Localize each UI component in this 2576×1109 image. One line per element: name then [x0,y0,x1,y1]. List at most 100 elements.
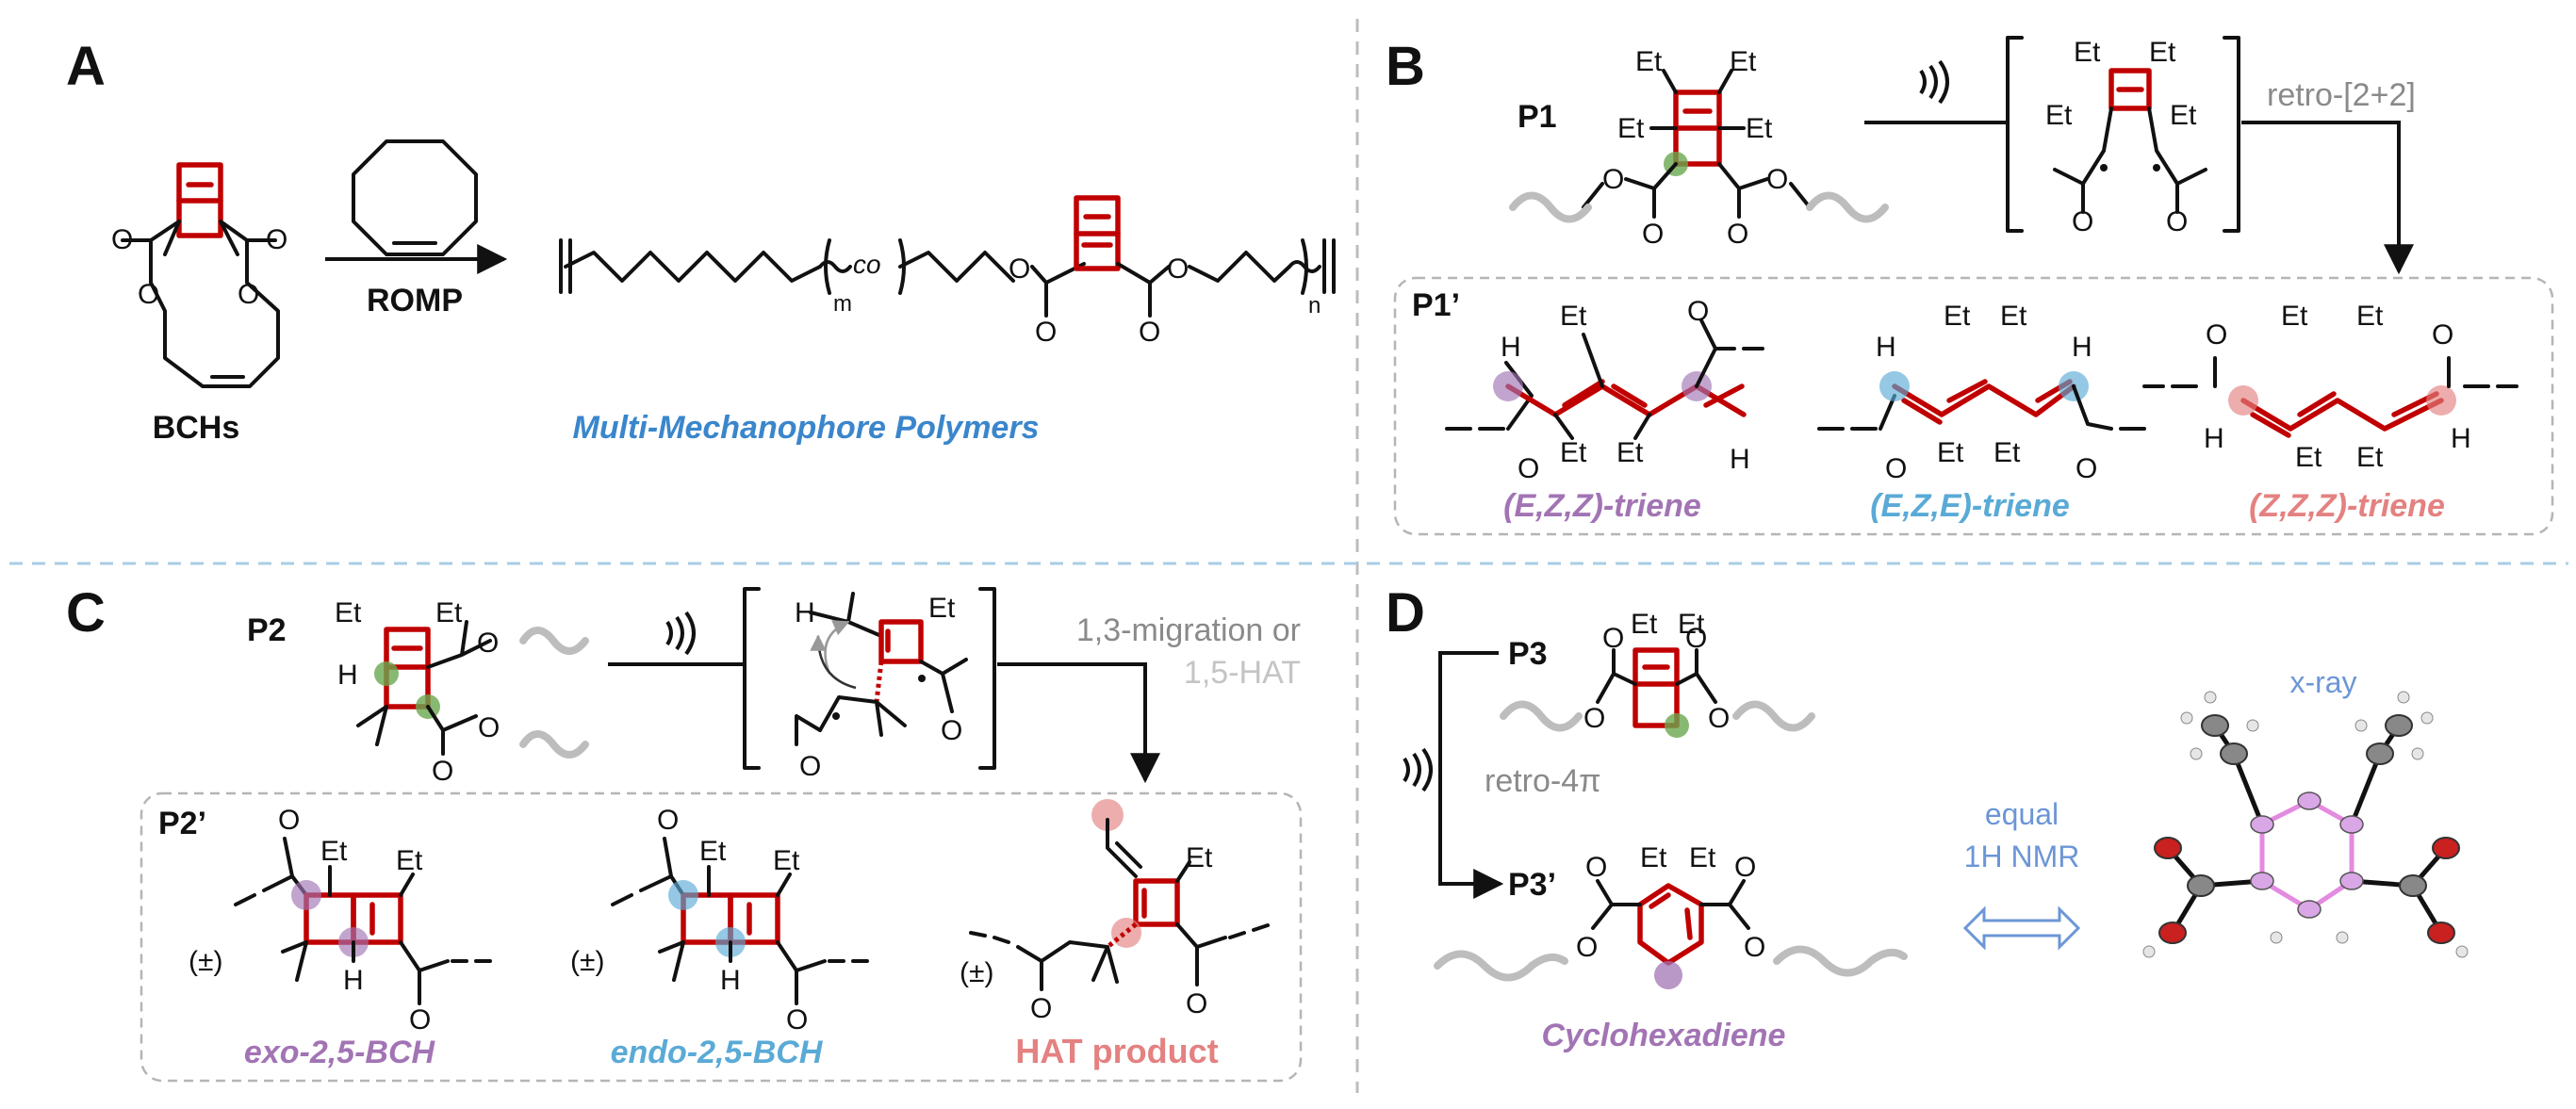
ethyl-group: Et [2295,442,2322,473]
atom-o: O [1685,623,1707,654]
atom-h: H [2204,423,2224,454]
atom-o: O [1035,317,1057,348]
ethyl-group: Et [396,845,423,876]
atom-o: O [409,1004,431,1036]
panel-c-letter: C [66,582,106,644]
atom-o: O [1139,317,1160,348]
ethyl-group: Et [1730,46,1757,77]
atom-h: H [1501,332,1521,363]
atom-o: O [1727,219,1748,250]
retro-4pi-label: retro-4π [1485,763,1601,799]
atom-o: O [786,1004,808,1036]
bch-label: BCHs [153,410,240,446]
ethyl-group: Et [2170,100,2197,131]
cyclohexadiene-structure: Et Et O O O O [1434,842,1908,989]
ethyl-group: Et [1186,842,1213,873]
attachment-marker [1665,713,1689,738]
bch-monomer-structure: O O O O [111,162,287,388]
ethyl-group: Et [2045,100,2073,131]
p2-prime-box [139,791,1303,1083]
atom-h: H [1876,332,1896,363]
highlight-marker [291,880,321,910]
ethyl-group: Et [2356,301,2384,332]
ethyl-group: Et [1631,609,1658,640]
atom-o: O [1186,988,1207,1019]
atom-o: O [1642,219,1664,250]
triene-3-label: (Z,Z,Z)-triene [2249,488,2445,524]
racemic-label: (±) [189,946,222,977]
atom-o: O [1687,296,1709,327]
ethyl-group: Et [1560,301,1587,332]
atom-o: O [2206,319,2227,351]
atom-o: O [799,751,821,782]
ethyl-group: Et [1944,301,1971,332]
ethyl-group: Et [1689,842,1716,873]
atom-o: O [432,756,453,787]
p1-prime-box [1393,276,2554,536]
ethyl-group: Et [2149,37,2176,68]
romp-label: ROMP [367,283,463,318]
atom-o: O [2166,206,2188,237]
atom-o: O [266,224,287,255]
panel-a: A O O O O BCHs ROMP m co [66,36,1336,446]
atom-o: O [138,279,159,310]
highlight-marker [2426,385,2456,416]
p1-structure: Et Et Et Et O O O O [1509,46,1889,250]
diradical-intermediate: Et Et Et Et O O [2006,36,2240,237]
atom-h: H [2072,332,2092,363]
ethyl-group: Et [1994,437,2021,468]
atom-o: O [2432,319,2453,351]
triene-2-structure: O H Et Et Et Et H O [1817,301,2146,484]
ethyl-group: Et [320,836,348,867]
atom-h: H [343,965,364,996]
ethyl-group: Et [1617,113,1645,144]
ethyl-group: Et [1678,609,1705,640]
panel-b-letter: B [1386,36,1425,97]
bracket-arrow-d [1438,651,1504,899]
p2-prime-label: P2’ [158,806,206,841]
ethyl-group: Et [1616,437,1644,468]
atom-o: O [278,805,300,836]
p1-label: P1 [1518,99,1557,135]
atom-o: O [477,628,499,659]
atom-o: O [1583,703,1605,734]
atom-h: H [337,660,358,691]
migration-label: 1,3-migration or [1076,612,1301,648]
triene-1-label: (E,Z,Z)-triene [1503,488,1701,524]
atom-o: O [1030,993,1052,1024]
racemic-label: (±) [960,957,993,988]
p3-structure: Et Et O O O O [1500,609,1815,738]
ultrasound-icon [1403,747,1433,792]
racemic-label: (±) [570,946,604,977]
exo-bch-label: exo-2,5-BCH [244,1035,436,1070]
ethyl-group: Et [1560,437,1587,468]
equal-label: equal [1985,797,2059,831]
subscript-n: n [1308,293,1321,318]
cyclohexadiene-label: Cyclohexadiene [1542,1018,1786,1053]
p2-label: P2 [247,612,287,648]
panel-a-letter: A [66,36,106,97]
ethyl-group: Et [1640,842,1667,873]
retro-2-2-label: retro-[2+2] [2267,77,2416,113]
highlight-marker [1111,918,1141,948]
atom-o: O [238,279,259,310]
p2-structure: Et Et H O O O [335,597,589,787]
highlight-marker [1091,799,1124,831]
double-arrow-icon [1962,905,2081,951]
cyclooctene-structure [352,139,478,256]
atom-o: O [1585,852,1607,883]
subscript-m: m [833,291,852,317]
ethyl-group: Et [1937,437,1964,468]
atom-o: O [1602,623,1624,654]
panel-b: B P1 Et Et Et Et O O O O [1386,36,2554,536]
atom-o: O [1576,932,1598,963]
endo-bch-label: endo-2,5-BCH [611,1035,824,1070]
ultrasound-icon [1919,59,1949,105]
exo-bch-structure: O Et Et (±) H O [189,805,492,1036]
atom-h: H [1730,444,1750,475]
atom-o: O [1766,164,1788,195]
atom-o: O [1009,253,1030,285]
pathway-arrow-b [2241,121,2414,275]
atom-o: O [1167,253,1189,285]
